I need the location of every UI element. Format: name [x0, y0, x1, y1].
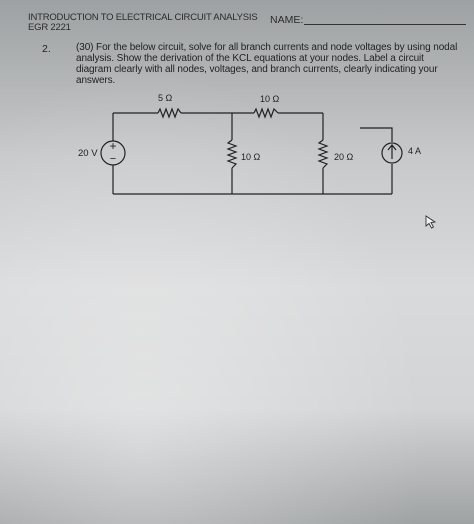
course-header: INTRODUCTION TO ELECTRICAL CIRCUIT ANALY…: [28, 12, 258, 33]
minus-sign: −: [110, 153, 116, 165]
resistor-10-ohm-top: [253, 107, 279, 119]
name-blank-line: [304, 24, 466, 25]
course-title: INTRODUCTION TO ELECTRICAL CIRCUIT ANALY…: [28, 12, 258, 23]
resistor-20-ohm: [317, 139, 329, 169]
plus-sign: +: [109, 139, 116, 153]
name-field: NAME:: [270, 14, 466, 28]
voltage-source-label: 20 V: [78, 148, 98, 159]
voltage-source-symbol: [100, 140, 126, 166]
current-source-symbol: [381, 142, 403, 164]
course-code: EGR 2221: [28, 22, 71, 33]
current-source-label: 4 A: [408, 146, 421, 156]
current-arrow-icon: [387, 144, 397, 159]
resistor-10-ohm-top-label: 10 Ω: [260, 94, 280, 104]
resistor-5-ohm-label: 5 Ω: [158, 93, 173, 103]
mouse-cursor-icon: [425, 215, 437, 229]
resistor-5-ohm: [157, 107, 182, 119]
resistor-10-ohm-middle: [226, 139, 238, 169]
name-label: NAME:: [270, 14, 304, 26]
current-source-wire: [360, 127, 393, 194]
resistor-10-ohm-middle-label: 10 Ω: [241, 152, 261, 162]
resistor-20-ohm-label: 20 Ω: [334, 152, 354, 162]
question-number: 2.: [42, 43, 51, 55]
question-text: (30) For the below circuit, solve for al…: [76, 42, 458, 86]
